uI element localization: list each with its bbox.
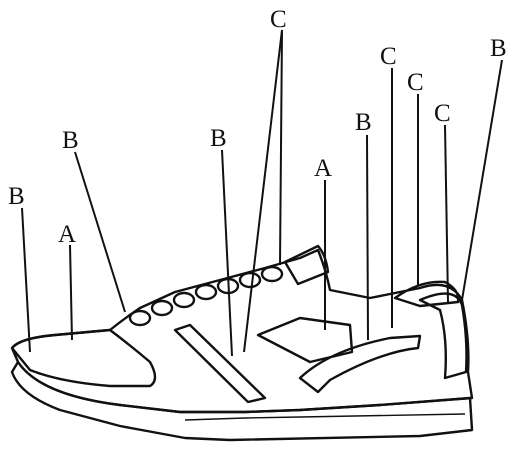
stripe-rear	[300, 336, 420, 392]
label-a-mid: A	[314, 155, 332, 182]
tongue	[285, 246, 328, 284]
stripe-front	[175, 325, 265, 402]
leader-lines	[22, 30, 502, 356]
label-c-right-1: C	[380, 43, 397, 70]
label-b-mid: B	[210, 125, 227, 152]
sole-groove	[185, 414, 465, 420]
label-a-toe: A	[58, 221, 76, 248]
sole	[12, 362, 472, 440]
label-b-far-right: B	[490, 35, 507, 62]
label-c-right-2: C	[407, 69, 424, 96]
label-b-left: B	[62, 127, 79, 154]
label-b-right: B	[355, 109, 372, 136]
laces	[130, 267, 282, 325]
label-c-top: C	[270, 6, 287, 33]
side-panel	[258, 318, 352, 362]
label-b-far-left: B	[8, 183, 25, 210]
label-c-right-3: C	[434, 100, 451, 127]
